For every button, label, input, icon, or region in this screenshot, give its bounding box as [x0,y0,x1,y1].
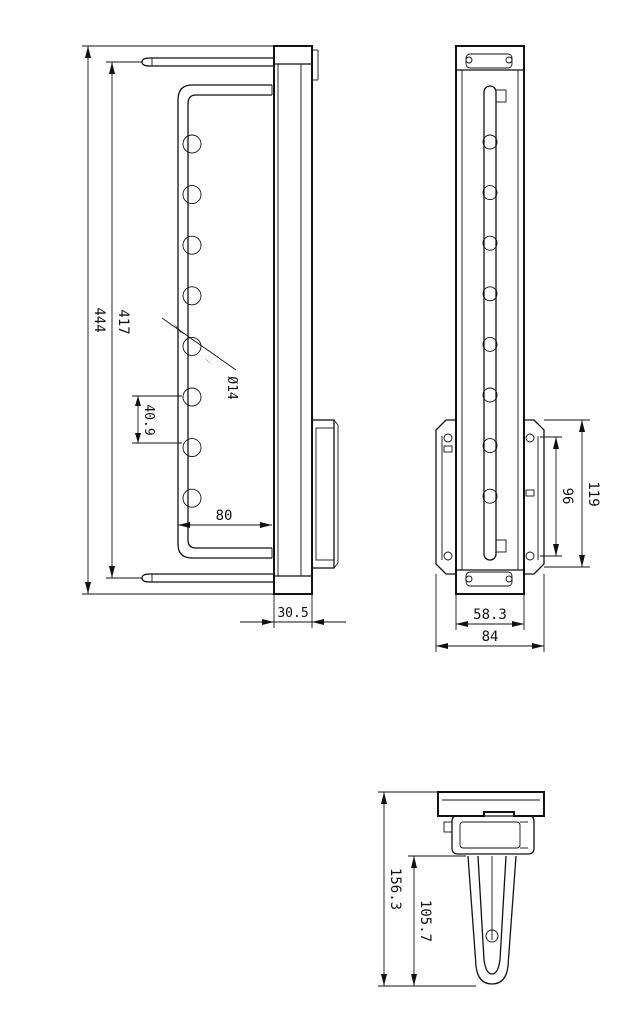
front-frame [273,45,319,595]
front-hole-8 [182,488,202,508]
front-hole-1 [182,134,202,154]
side-hole-6 [482,387,498,403]
dim-156-3: 156.3 [378,791,476,987]
front-hole-6 [182,387,202,407]
dim-80: 80 [178,508,272,528]
dim-105-7-label: 105.7 [417,900,433,942]
dim-84-label: 84 [482,629,499,645]
side-hole-2 [482,185,498,201]
dim-hole-diameter: Ø14 [161,317,239,400]
front-hole-4 [182,286,202,306]
top-rail [467,855,517,985]
front-mounting-bracket [311,419,339,569]
side-hole-1 [482,134,498,150]
side-hole-3 [482,235,498,251]
dim-58-3-label: 58.3 [473,607,507,623]
dim-417: 417 [106,61,142,579]
side-frame [455,45,525,595]
side-hole-7 [482,438,498,454]
side-hole-5 [482,336,498,352]
dim-119-label: 119 [585,481,601,506]
side-hole-group [482,134,498,504]
dim-417-label: 417 [115,309,131,334]
dim-96-label: 96 [559,488,575,505]
front-view: 444 417 Ø14 40.9 [82,45,346,628]
dim-96: 96 [540,436,575,557]
dim-84: 84 [435,574,545,652]
dim-80-label: 80 [216,508,233,524]
front-hole-2 [182,185,202,205]
dim-156-3-label: 156.3 [387,868,403,910]
front-hole-3 [182,235,202,255]
top-bracket [443,815,535,855]
dim-105-7: 105.7 [408,855,466,986]
dim-58-3: 58.3 [455,594,525,630]
top-plate [437,791,545,817]
front-hole-5 [182,336,202,356]
side-rod [483,85,507,561]
dim-hole-diameter-label: Ø14 [224,376,239,400]
front-hole-group [182,134,202,508]
side-hole-8 [482,488,498,504]
top-view: 156.3 105.7 [378,791,545,987]
front-hole-7 [182,438,202,458]
dim-30-5-label: 30.5 [277,606,308,621]
side-view: 119 96 58.3 84 [435,45,601,652]
front-pins [141,57,274,583]
dim-444-label: 444 [91,307,107,332]
side-mounting-bracket [435,419,545,575]
dim-444: 444 [82,45,274,595]
front-u-rail [177,84,273,559]
dim-119: 119 [544,419,601,568]
dim-40-9: 40.9 [132,395,182,444]
dim-40-9-label: 40.9 [141,404,156,435]
dim-30-5: 30.5 [240,594,346,628]
side-hole-4 [482,286,498,302]
